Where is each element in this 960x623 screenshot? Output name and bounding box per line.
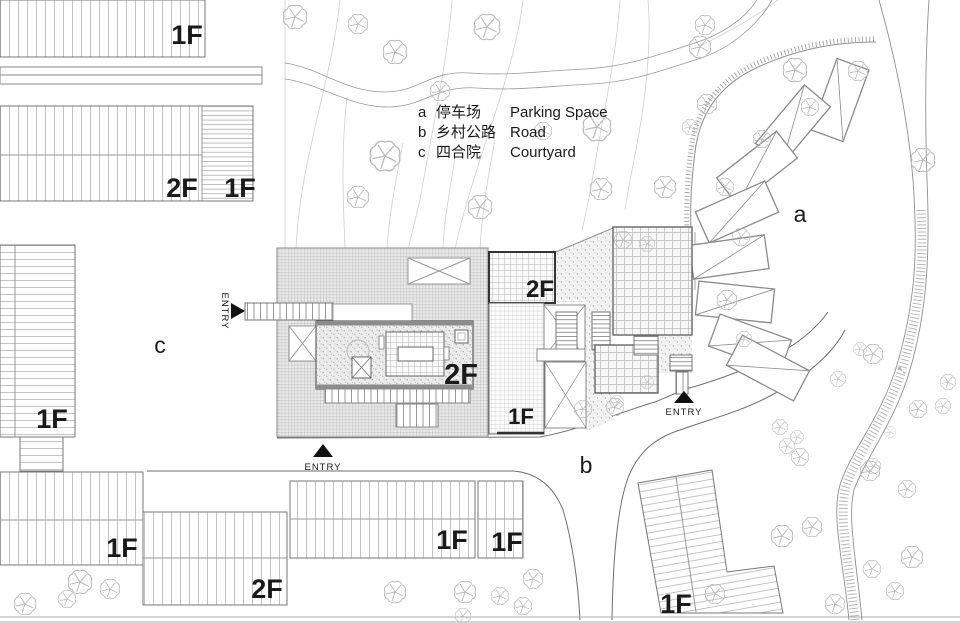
zone-label-parking: a — [794, 201, 807, 227]
floor-label-south-d: 1F — [491, 527, 523, 557]
building-west-house — [0, 244, 76, 472]
parking-spaces — [688, 57, 870, 402]
south-steps — [395, 403, 439, 428]
footpath-right — [836, 0, 930, 621]
stair-core — [351, 356, 372, 379]
floor-label-north-house: 1F — [171, 20, 203, 50]
floor-label-main-building: 2F — [444, 359, 478, 391]
parking-area — [684, 36, 877, 402]
floor-label-annex-lower: 1F — [508, 404, 534, 429]
floor-label-west-house: 1F — [36, 404, 68, 434]
building-south-house-b — [142, 511, 288, 606]
south-deck — [324, 388, 471, 404]
floor-label-south-b: 2F — [251, 574, 283, 604]
entry-marker-east: ENTRY — [665, 391, 702, 418]
floor-label-northwest-main: 2F — [166, 173, 198, 203]
floor-label-south-c: 1F — [436, 525, 468, 555]
building-south-house-a — [0, 471, 144, 566]
retaining-walls — [0, 66, 263, 85]
stairs-2 — [591, 311, 611, 351]
skylight-top — [407, 257, 471, 285]
legend-zh-c: 四合院 — [436, 143, 481, 161]
zone-label-road: b — [580, 452, 593, 478]
floor-labels: 1F 2F 1F 1F 2F 2F 1F 1F 2F 1F 1F 1F — [36, 20, 692, 619]
entry-marker-south: ENTRY — [304, 444, 341, 473]
entry-label: ENTRY — [219, 292, 230, 329]
legend-key-c: c — [418, 144, 426, 161]
entry-stairs-west — [244, 302, 334, 321]
legend-en-c: Courtyard — [510, 144, 576, 161]
floor-label-south-a: 1F — [106, 533, 138, 563]
inner-building — [315, 320, 474, 390]
terrain-contours — [284, 0, 779, 251]
terrace-b — [544, 361, 587, 429]
building-south-house-c — [289, 480, 476, 559]
east-wing — [488, 226, 693, 435]
stairs-1 — [555, 311, 578, 350]
stairs-3 — [633, 335, 659, 356]
entry-arrow-icon — [313, 444, 333, 457]
legend-zh-a: 停车场 — [436, 104, 481, 121]
walkway-upper — [332, 303, 413, 322]
main-compound — [244, 247, 489, 438]
entry-arrow-icon — [231, 303, 245, 319]
legend-en-b: Road — [510, 124, 546, 141]
entry-steps-east — [669, 354, 693, 372]
legend-zh-b: 乡村公路 — [436, 124, 496, 141]
entry-label: ENTRY — [665, 407, 702, 418]
building-southeast-house — [637, 469, 784, 614]
skylight-left — [288, 325, 317, 362]
floor-label-northwest-wing: 1F — [224, 173, 256, 203]
footpath-top — [284, 0, 773, 108]
table — [397, 346, 434, 362]
paved-court — [612, 226, 693, 336]
legend-key-b: b — [418, 124, 426, 141]
walkway-east — [536, 348, 586, 362]
floor-label-annex-upper: 2F — [526, 276, 554, 303]
legend-en-a: Parking Space — [510, 104, 608, 121]
entry-label: ENTRY — [304, 462, 341, 473]
zone-label-courtyard: c — [154, 332, 166, 358]
legend-key-a: a — [418, 104, 427, 121]
zone-labels: a b c — [154, 201, 806, 478]
building-north-house — [0, 0, 206, 58]
floor-label-southeast: 1F — [660, 589, 692, 619]
entry-arrow-icon — [674, 391, 694, 403]
entry-steps-east-2 — [675, 371, 689, 395]
legend: a 停车场 Parking Space b 乡村公路 Road c 四合院 Co… — [418, 104, 608, 161]
building-south-house-d — [477, 480, 524, 559]
entry-marker-west: ENTRY — [219, 292, 245, 330]
building-northwest-house — [0, 105, 254, 202]
